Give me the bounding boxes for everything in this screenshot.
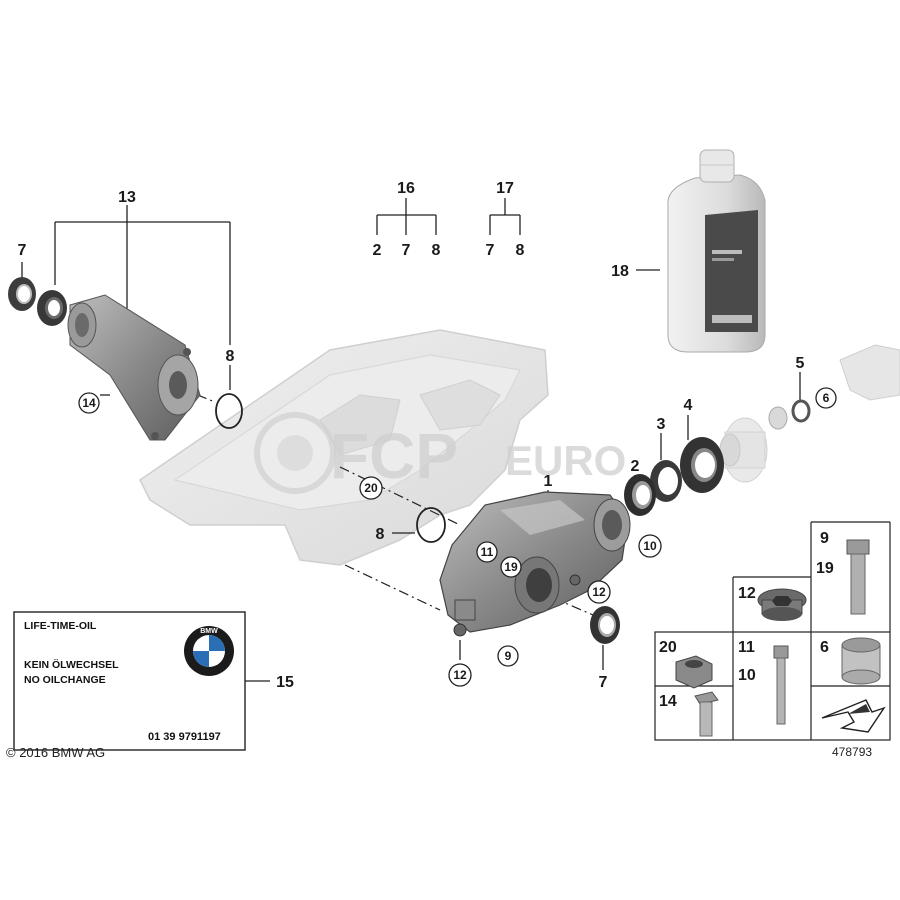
callout-19-circle: 19 (504, 560, 518, 574)
bmw-logo-letters: BMW (200, 628, 218, 635)
intermediate-shaft-housing-13 (67, 294, 201, 441)
circled-callouts (78, 387, 837, 687)
direction-arrow-symbol (821, 699, 886, 733)
callout-numbers: 13 7 8 14 16 2 7 8 17 7 8 18 5 6 4 3 2 1… (18, 180, 830, 691)
grid-label-14: 14 (659, 693, 677, 710)
shim-2 (624, 474, 656, 516)
callout-16-2: 2 (373, 242, 382, 259)
grid-label-6: 6 (820, 639, 829, 656)
callout-8-middle: 8 (376, 526, 385, 543)
callout-13: 13 (118, 189, 136, 206)
hex-bolt-14 (694, 691, 719, 737)
diagram-number: 478793 (832, 745, 873, 759)
callout-5: 5 (796, 355, 805, 372)
stud-bolt-11-10 (773, 645, 789, 725)
callout-10-circle: 10 (643, 539, 657, 553)
callout-17: 17 (496, 180, 514, 197)
callout-7-top: 7 (18, 242, 27, 259)
callout-12-circle-right: 12 (592, 585, 606, 599)
callout-17-8: 8 (516, 242, 525, 259)
grid-label-9: 9 (820, 530, 829, 547)
bmw-logo: BMW (184, 626, 234, 676)
callout-1: 1 (544, 473, 553, 490)
callout-9-circle: 9 (505, 649, 512, 663)
callout-16-7: 7 (402, 242, 411, 259)
front-axle-differential-1 (439, 491, 631, 637)
copyright-text: © 2016 BMW AG (6, 745, 106, 760)
callout-2: 2 (631, 458, 640, 475)
small-parts-grid (654, 521, 891, 741)
output-flange-ghost (719, 344, 900, 483)
shaft-seal-7-top (8, 277, 36, 311)
watermark-brand-part2: EURO (505, 437, 626, 484)
grid-label-20: 20 (659, 639, 677, 656)
watermark-brand-part1: FCP (330, 420, 458, 492)
parts-grid-labels: 9 19 12 20 11 10 6 14 (659, 530, 834, 710)
sleeve-6 (841, 637, 881, 685)
oil-bottle-18 (667, 149, 766, 353)
watermark: FCP EURO (254, 412, 626, 494)
o-ring-8-middle (416, 507, 446, 543)
shaft-seal-top-2 (37, 290, 67, 326)
callout-14-circle: 14 (82, 396, 96, 410)
screw-plug-12 (757, 588, 807, 621)
callout-15: 15 (276, 674, 294, 691)
grid-label-19: 19 (816, 560, 834, 577)
snap-ring-5 (791, 399, 811, 423)
shaft-seal-7-lower (590, 606, 620, 644)
callout-4: 4 (684, 397, 693, 414)
callout-3: 3 (657, 416, 666, 433)
hex-bolt-9-19 (846, 539, 870, 615)
callout-17-7: 7 (486, 242, 495, 259)
o-ring-8-top (215, 393, 243, 429)
callout-16-8: 8 (432, 242, 441, 259)
grid-label-11: 11 (738, 639, 755, 656)
callout-6-circle: 6 (823, 391, 830, 405)
oil-label-part-number: 01 39 9791197 (148, 731, 221, 743)
callout-20-circle: 20 (364, 481, 378, 495)
grid-label-12: 12 (738, 585, 756, 602)
flange-ring-ghost (768, 406, 788, 430)
callout-12-circle-left: 12 (453, 668, 467, 682)
spacer-ring-3 (650, 460, 682, 502)
callout-11-circle: 11 (481, 545, 494, 559)
callout-7-lower: 7 (599, 674, 608, 691)
grid-label-10: 10 (738, 667, 756, 684)
callout-16: 16 (397, 180, 415, 197)
oil-label-line2: KEIN ÖLWECHSEL (24, 659, 119, 671)
callout-8-top: 8 (226, 348, 235, 365)
shaft-seal-4 (680, 437, 724, 493)
hex-nut-20 (675, 655, 713, 689)
callout-18: 18 (611, 263, 629, 280)
oil-label-line3: NO OILCHANGE (24, 674, 106, 686)
oil-label-line1: LIFE-TIME-OIL (24, 620, 97, 632)
